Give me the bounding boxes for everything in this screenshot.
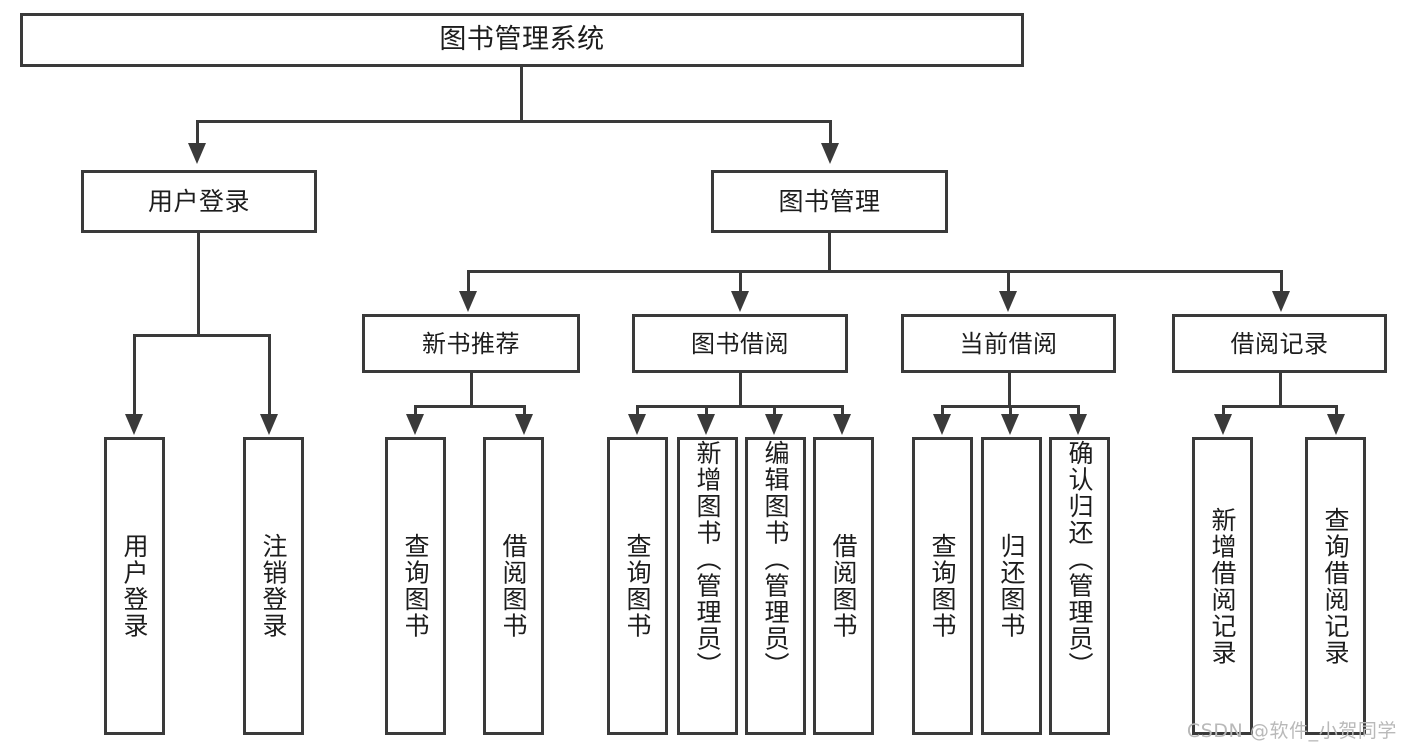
node-label: 注销登录 [259,533,288,639]
arrowhead-record-leaf-1 [1214,414,1232,435]
node-label: 借阅图书 [829,533,858,639]
connector-books-branch-1 [467,270,470,293]
arrowhead-books-to-current [999,291,1017,312]
node-label: 查询借阅记录 [1321,506,1350,666]
leaf-query-book-current[interactable]: 查询图书 [912,437,973,735]
connector-borrow-bus [636,405,844,408]
arrowhead-login-leaf-2 [260,414,278,435]
arrowhead-books-to-new [459,291,477,312]
node-label: 查询图书 [401,533,430,639]
node-label: 新书推荐 [422,329,520,358]
connector-record-branch-1 [1222,405,1225,416]
arrowhead-root-to-books [821,143,839,164]
connector-current-branch-1 [941,405,944,416]
connector-root-stem [520,67,523,120]
node-label: 图书管理系统 [439,24,605,56]
leaf-query-book-newbook[interactable]: 查询图书 [385,437,446,735]
arrowhead-borrow-leaf-2 [697,414,715,435]
arrowhead-newbook-leaf-1 [406,414,424,435]
connector-current-branch-2 [1009,405,1012,416]
arrowhead-books-to-borrow [731,291,749,312]
connector-login-bus [133,334,271,337]
arrowhead-root-to-login [188,143,206,164]
arrowhead-newbook-leaf-2 [515,414,533,435]
node-new-book-recommend[interactable]: 新书推荐 [362,314,580,373]
leaf-borrow-book[interactable]: 借阅图书 [813,437,874,735]
node-label: 当前借阅 [959,329,1058,358]
node-label: 借阅记录 [1230,329,1329,358]
connector-record-stem [1279,373,1282,408]
connector-books-bus [467,270,1283,273]
leaf-return-book[interactable]: 归还图书 [981,437,1042,735]
connector-books-stem [828,233,831,272]
connector-borrow-branch-2 [705,405,708,416]
node-current-borrow[interactable]: 当前借阅 [901,314,1116,373]
connector-borrow-branch-1 [636,405,639,416]
connector-newbook-bus [414,405,526,408]
connector-root-to-login [196,120,199,143]
connector-login-stem [197,233,200,337]
leaf-borrow-book-newbook[interactable]: 借阅图书 [483,437,544,735]
node-label: 用户登录 [147,186,250,216]
leaf-add-borrow-record[interactable]: 新增借阅记录 [1192,437,1253,735]
leaf-user-login[interactable]: 用户登录 [104,437,165,735]
connector-borrow-stem [739,373,742,408]
connector-record-branch-2 [1335,405,1338,416]
leaf-confirm-return-admin[interactable]: 确认归还（管理员） [1049,437,1110,735]
arrowhead-borrow-leaf-1 [628,414,646,435]
arrowhead-books-to-record [1272,291,1290,312]
node-user-login[interactable]: 用户登录 [81,170,317,233]
connector-newbook-branch-1 [414,405,417,416]
connector-current-stem [1008,373,1011,408]
node-label: 新增借阅记录 [1208,506,1237,666]
connector-newbook-stem [470,373,473,408]
connector-borrow-branch-3 [773,405,776,416]
connector-borrow-branch-4 [841,405,844,416]
connector-record-bus [1222,405,1338,408]
arrowhead-login-leaf-1 [125,414,143,435]
node-label: 图书借阅 [691,329,789,358]
node-label: 查询图书 [623,533,652,639]
connector-login-branch-2 [268,334,271,416]
node-label: 编辑图书（管理员） [761,440,790,679]
node-label: 查询图书 [928,533,957,639]
arrowhead-borrow-leaf-3 [765,414,783,435]
leaf-logout-login[interactable]: 注销登录 [243,437,304,735]
node-label: 图书管理 [778,186,881,216]
arrowhead-current-leaf-2 [1001,414,1019,435]
node-label: 新增图书（管理员） [693,440,722,679]
connector-books-branch-2 [739,270,742,293]
node-label: 借阅图书 [499,533,528,639]
leaf-add-book-admin[interactable]: 新增图书（管理员） [677,437,738,735]
connector-newbook-branch-2 [523,405,526,416]
arrowhead-record-leaf-2 [1327,414,1345,435]
leaf-edit-book-admin[interactable]: 编辑图书（管理员） [745,437,806,735]
connector-login-branch-1 [133,334,136,416]
node-book-management[interactable]: 图书管理 [711,170,948,233]
arrowhead-borrow-leaf-4 [833,414,851,435]
connector-books-branch-4 [1280,270,1283,293]
node-book-borrow[interactable]: 图书借阅 [632,314,848,373]
arrowhead-current-leaf-1 [933,414,951,435]
connector-current-branch-3 [1077,405,1080,416]
node-label: 用户登录 [120,533,149,639]
arrowhead-current-leaf-3 [1069,414,1087,435]
node-label: 归还图书 [997,533,1026,639]
node-label: 确认归还（管理员） [1065,440,1094,679]
leaf-query-book-borrow[interactable]: 查询图书 [607,437,668,735]
watermark-text: CSDN @软件_小贺同学 [1186,720,1397,742]
connector-root-bus [196,120,832,123]
node-borrow-record[interactable]: 借阅记录 [1172,314,1387,373]
connector-root-to-books [829,120,832,143]
leaf-query-borrow-record[interactable]: 查询借阅记录 [1305,437,1366,735]
connector-books-branch-3 [1007,270,1010,293]
node-root-system[interactable]: 图书管理系统 [20,13,1024,67]
